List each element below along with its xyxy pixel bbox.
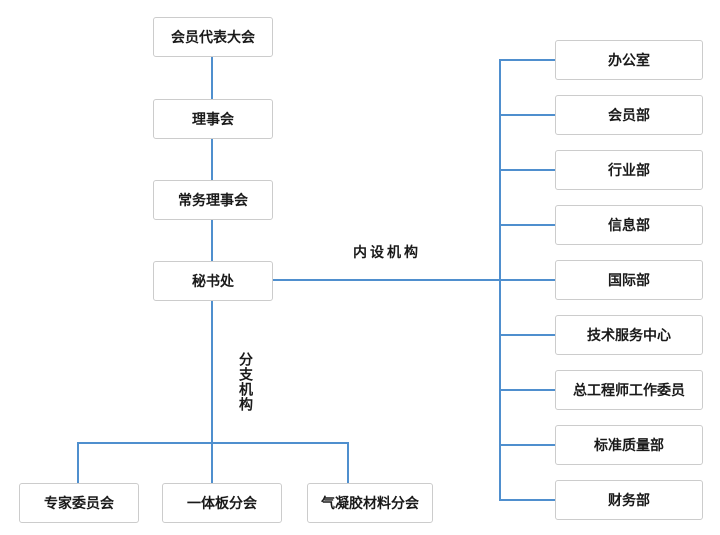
- connector-secretariat-branch-trunk: [211, 301, 213, 442]
- connector-dept-membership: [499, 114, 555, 116]
- org-node-chief-engineer-committee: 总工程师工作委员: [555, 370, 703, 410]
- connector-branch-expert: [77, 444, 79, 483]
- org-node-industry-dept: 行业部: [555, 150, 703, 190]
- connector-dept-standards: [499, 444, 555, 446]
- org-node-member-congress: 会员代表大会: [153, 17, 273, 57]
- connector-dept-tech-service: [499, 334, 555, 336]
- org-node-membership-dept: 会员部: [555, 95, 703, 135]
- org-node-finance-dept: 财务部: [555, 480, 703, 520]
- org-node-expert-committee: 专家委员会: [19, 483, 139, 523]
- connector-dept-chief-engineer: [499, 389, 555, 391]
- connector-branch-panel: [211, 444, 213, 483]
- connector-congress-council: [211, 57, 213, 99]
- connector-dept-information: [499, 224, 555, 226]
- org-node-information-dept: 信息部: [555, 205, 703, 245]
- connector-dept-industry: [499, 169, 555, 171]
- connector-branch-distribution: [77, 442, 349, 444]
- org-node-council: 理事会: [153, 99, 273, 139]
- org-node-standing-council: 常务理事会: [153, 180, 273, 220]
- org-node-integrated-panel-branch: 一体板分会: [162, 483, 282, 523]
- label-internal-organs: 内设机构: [353, 244, 421, 260]
- connector-branch-aerogel: [347, 444, 349, 483]
- org-node-tech-service-center: 技术服务中心: [555, 315, 703, 355]
- connector-secretariat-internal-trunk: [273, 279, 555, 281]
- org-node-secretariat: 秘书处: [153, 261, 273, 301]
- label-branch-organs: 分支机构: [238, 352, 254, 412]
- connector-council-standing: [211, 139, 213, 180]
- org-node-office: 办公室: [555, 40, 703, 80]
- connector-standing-secretariat: [211, 220, 213, 261]
- org-node-standards-quality-dept: 标准质量部: [555, 425, 703, 465]
- connector-dept-finance: [499, 499, 555, 501]
- connector-internal-spine: [499, 59, 501, 501]
- org-node-aerogel-materials-branch: 气凝胶材料分会: [307, 483, 433, 523]
- connector-dept-office: [499, 59, 555, 61]
- org-node-international-dept: 国际部: [555, 260, 703, 300]
